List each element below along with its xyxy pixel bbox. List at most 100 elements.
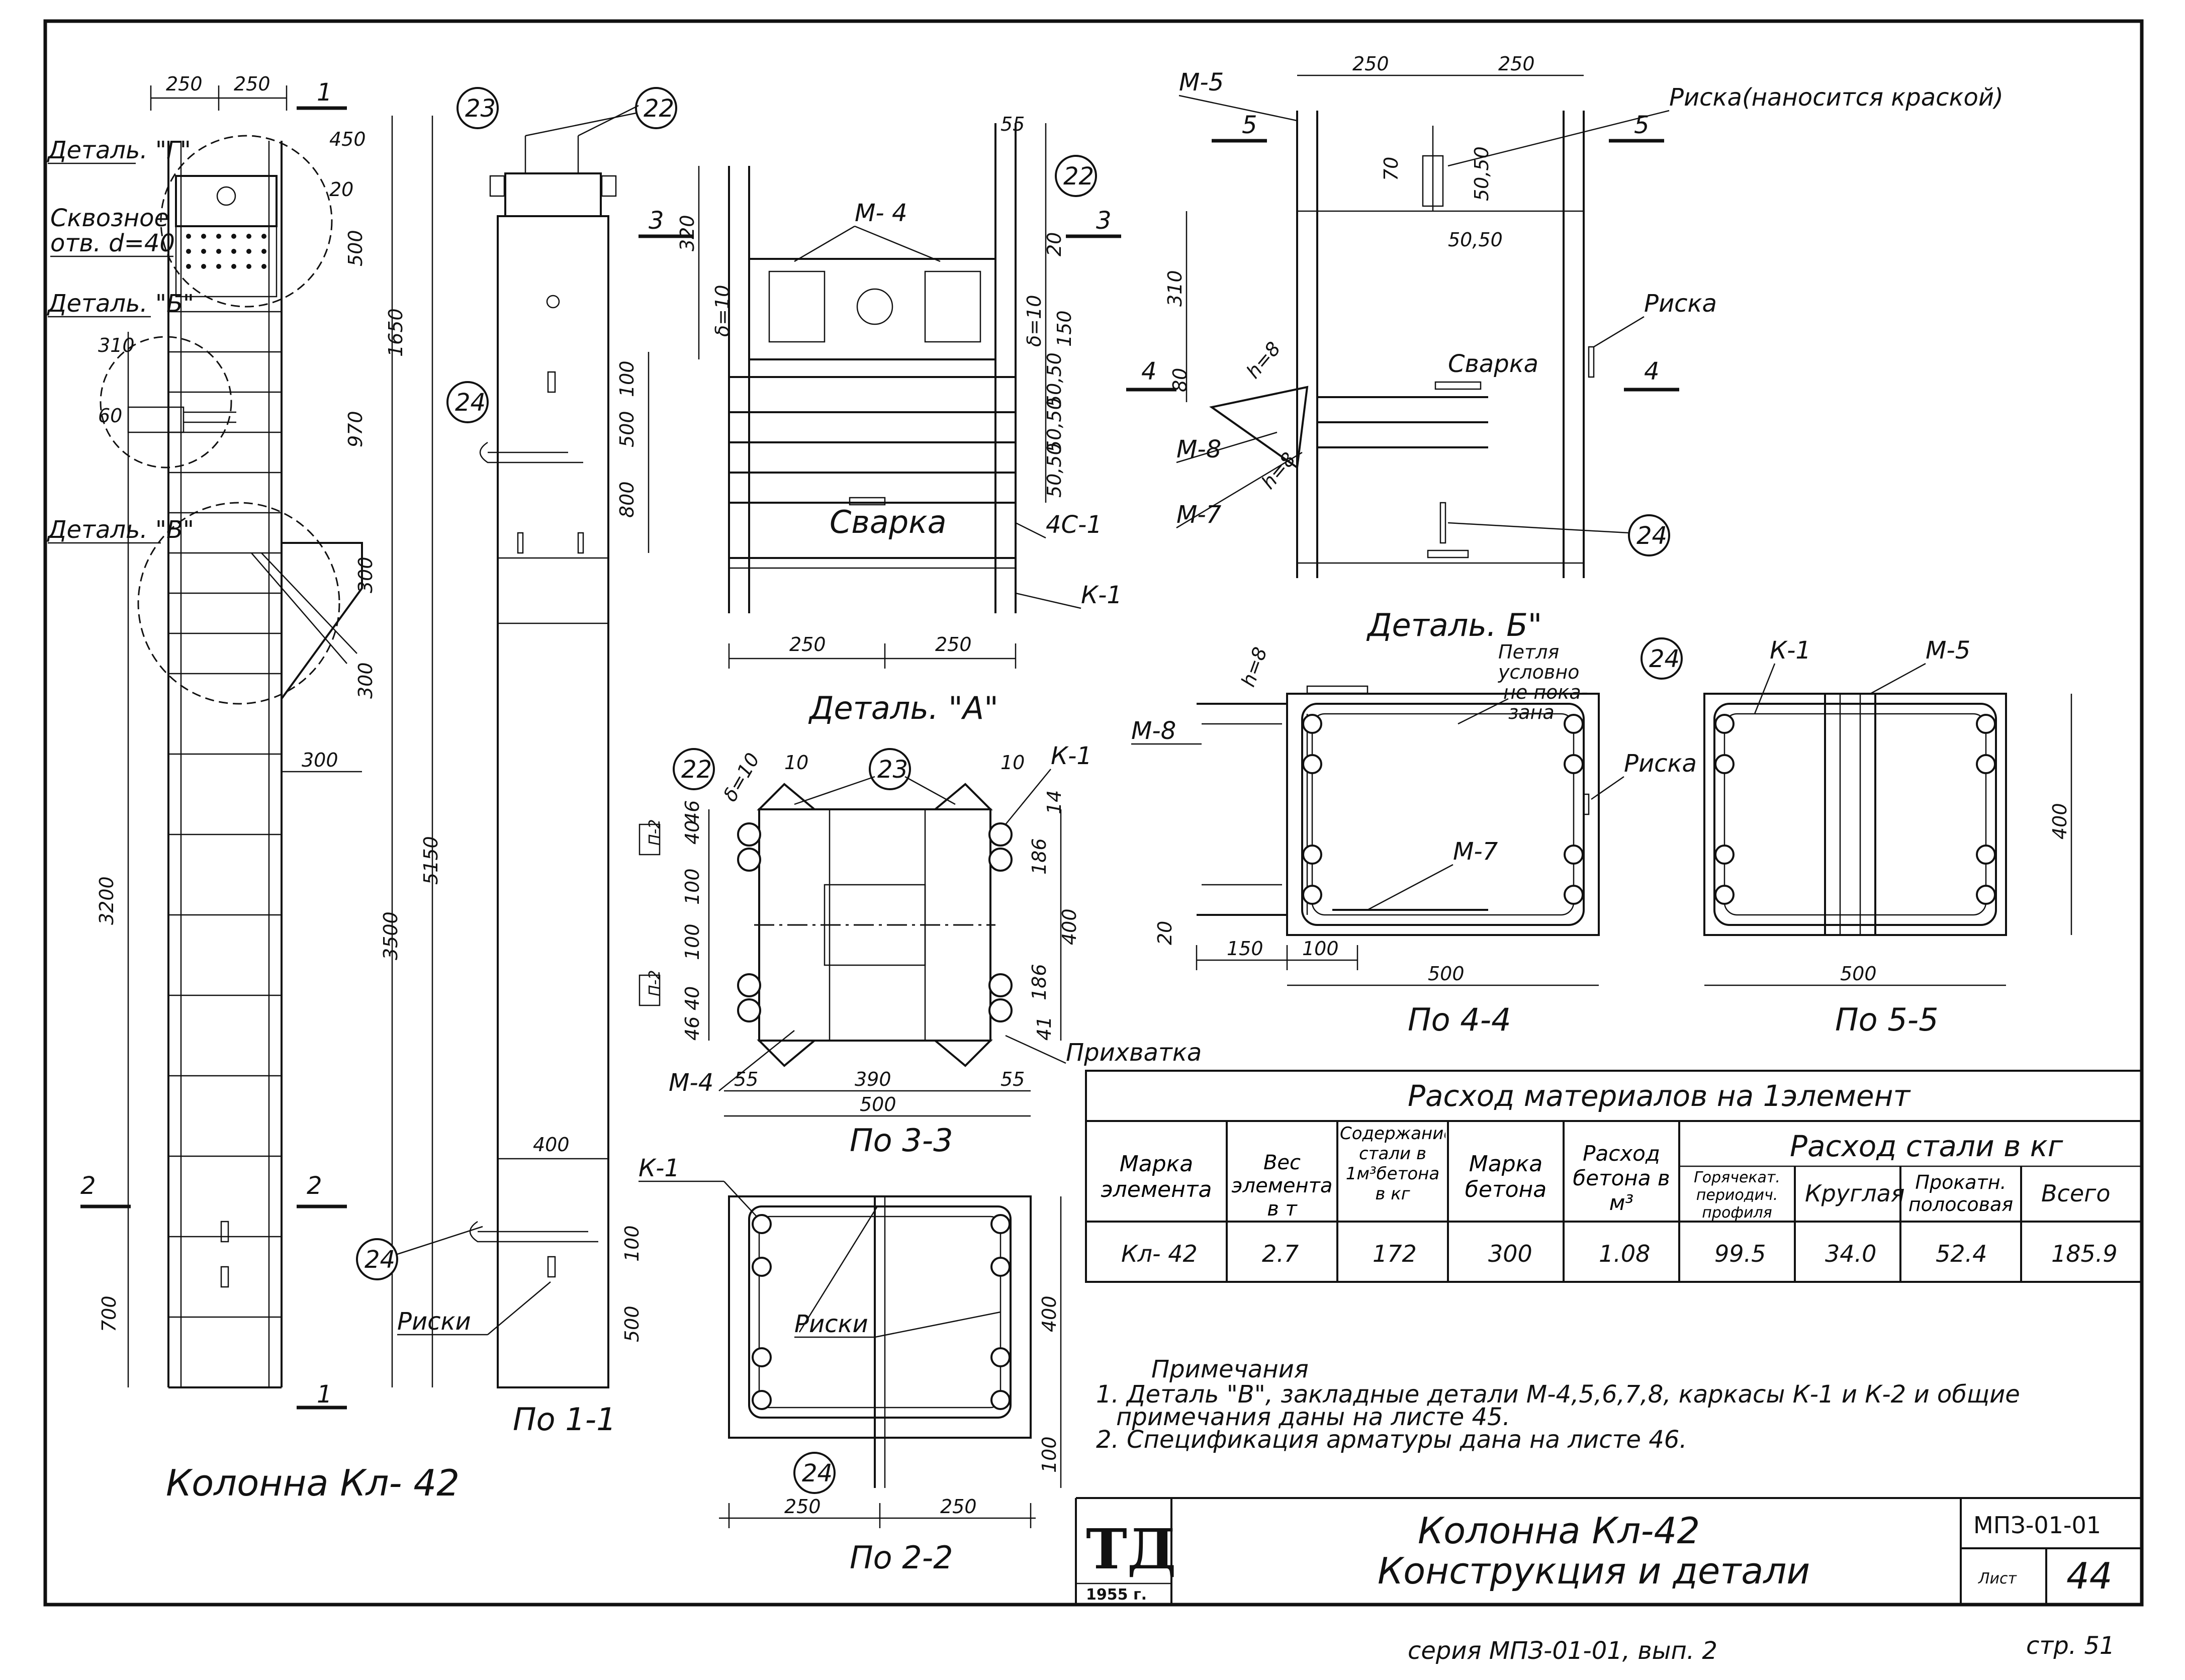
view-3-3-left-100a: 100 bbox=[681, 868, 703, 905]
view-3-3-stamp-bottom: П-2 bbox=[646, 970, 664, 996]
view-1-1-dim-500: 500 bbox=[616, 411, 638, 447]
view-5-5-dim-500: 500 bbox=[1840, 963, 1877, 985]
detail-a-title: Деталь. "А" bbox=[808, 690, 998, 726]
callout-23-label: 23 bbox=[465, 95, 496, 123]
table-header-mark: Марка элемента bbox=[1101, 1151, 1212, 1202]
column-top-dim-2: 250 bbox=[234, 73, 270, 95]
table-steel-group-header: Расход стали в кг bbox=[1790, 1129, 2063, 1163]
detail-a-dim-5050-3: 50,50 bbox=[1043, 443, 1065, 498]
section-mark-2-right: 2 bbox=[307, 1172, 322, 1200]
column-dim-500: 500 bbox=[344, 230, 367, 266]
table-header-steel-content: Содержание стали в 1м³бетона в кг bbox=[1340, 1124, 1445, 1204]
view-2-2-callout-24: 24 bbox=[802, 1459, 833, 1487]
series-code: МПЗ-01-01 bbox=[1973, 1512, 2101, 1539]
view-2-2-dim-400: 400 bbox=[1038, 1295, 1060, 1332]
view-3-3-delta10: δ=10 bbox=[719, 749, 764, 805]
view-4-4-callout-24: 24 bbox=[1649, 645, 1680, 673]
view-4-4-dim-500: 500 bbox=[1428, 963, 1465, 985]
view-4-4-marking-label: Риска bbox=[1624, 750, 1697, 778]
sheet-number: 44 bbox=[2066, 1555, 2113, 1597]
view-5-5-k1-label: К-1 bbox=[1770, 636, 1811, 665]
note-2: 2. Спецификация арматуры дана на листе 4… bbox=[1096, 1426, 1687, 1454]
section-mark-1-bottom: 1 bbox=[317, 1380, 332, 1409]
view-1-1-dim-100b: 100 bbox=[621, 1225, 643, 1262]
view-4-4-tick-marks bbox=[1202, 723, 1282, 886]
column-left-dim-310: 310 bbox=[98, 334, 135, 356]
view-4-4-loop-label-1: Петля bbox=[1498, 641, 1559, 663]
view-3-3-stamp-top: П-2 bbox=[646, 819, 664, 846]
callout-24-1-1-top bbox=[446, 381, 489, 423]
table-header-strip: Прокатн. полосовая bbox=[1908, 1171, 2014, 1216]
table-cell-total: 185.9 bbox=[2051, 1240, 2118, 1267]
title-block-year: 1955 г. bbox=[1086, 1586, 1147, 1604]
view-3-3-bottom-390: 390 bbox=[855, 1068, 891, 1090]
table-header-weight: Вес элемента в т bbox=[1231, 1151, 1333, 1221]
table-cell-hot-rolled: 99.5 bbox=[1714, 1240, 1766, 1267]
detail-a-dim-150: 150 bbox=[1053, 310, 1075, 347]
column-dim-450: 450 bbox=[329, 128, 366, 150]
table-cell-mark: Кл- 42 bbox=[1121, 1240, 1198, 1267]
materials-table: Расход материалов на 1элемент Расход ста… bbox=[1085, 1070, 2143, 1283]
detail-a-section-mark-left: 3 bbox=[649, 207, 664, 235]
detail-b-section-5-right: 5 bbox=[1634, 111, 1650, 139]
view-3-3-k1-label: К-1 bbox=[1051, 742, 1092, 770]
callout-23-view-3-3 bbox=[869, 748, 911, 790]
view-5-5-title: По 5-5 bbox=[1835, 1001, 1939, 1038]
view-4-4-loop-label-4: зана bbox=[1508, 701, 1555, 723]
view-2-2: К-1 Риски 24 400 100 250 250 По 2-2 bbox=[639, 1154, 1062, 1576]
sheet-frame bbox=[43, 19, 2144, 1607]
section-mark-1-top: 1 bbox=[317, 78, 332, 107]
detail-b-circle bbox=[100, 336, 232, 469]
view-4-4-loop-label-2: условно bbox=[1498, 661, 1579, 683]
bolt-holes bbox=[186, 234, 266, 269]
view-3-3-left-40b: 40 bbox=[681, 986, 703, 1010]
view-2-2-bottom-250a: 250 bbox=[784, 1496, 821, 1518]
callout-24-top-label: 24 bbox=[455, 389, 486, 417]
view-1-1: 23 22 24 24 100 500 800 400 100 500 Риск… bbox=[356, 87, 677, 1438]
detail-b-dim-310: 310 bbox=[1164, 270, 1186, 307]
notes-heading: Примечания bbox=[1151, 1355, 1309, 1383]
view-3-3-callout-22: 22 bbox=[681, 756, 712, 784]
table-cell-weight: 2.7 bbox=[1262, 1240, 1299, 1267]
view-3-3-dim-10-right: 10 bbox=[1000, 752, 1025, 774]
view-1-1-dim-400: 400 bbox=[533, 1134, 570, 1156]
detail-a-dim-20: 20 bbox=[1043, 232, 1065, 256]
detail-b-dim-5050-h: 50,50 bbox=[1448, 229, 1503, 251]
detail-b-m8-label: М-8 bbox=[1176, 435, 1221, 463]
detail-b-section-4-right: 4 bbox=[1644, 357, 1660, 386]
detail-a-weld-label: Сварка bbox=[830, 504, 947, 540]
view-2-2-marks-label: Риски bbox=[794, 1310, 868, 1338]
table-cell-concrete-grade: 300 bbox=[1488, 1240, 1532, 1267]
callout-22-detail-a bbox=[1055, 155, 1097, 197]
view-1-1-dim-500b: 500 bbox=[621, 1305, 643, 1342]
detail-a-bottom-dim-1: 250 bbox=[789, 633, 826, 656]
column-dim-1650: 1650 bbox=[385, 308, 407, 357]
view-5-5: К-1 М-5 400 500 По 5-5 bbox=[1703, 636, 2072, 1038]
view-4-4-dim-150: 150 bbox=[1227, 938, 1263, 960]
column-title: Колонна Кл- 42 bbox=[166, 1462, 460, 1504]
notes: Примечания 1. Деталь "В", закладные дета… bbox=[1096, 1355, 2020, 1454]
detail-b-m5-label: М-5 bbox=[1179, 68, 1224, 97]
view-3-3-m4-label: М-4 bbox=[669, 1069, 713, 1097]
note-1-line-1: 1. Деталь "В", закладные детали М-4,5,6,… bbox=[1096, 1380, 2020, 1409]
section-mark-2-left: 2 bbox=[80, 1172, 96, 1200]
view-3-3-tack-label: Прихватка bbox=[1066, 1039, 1202, 1067]
column-left-dim-3200: 3200 bbox=[96, 876, 118, 925]
detail-g-label: Деталь. "Г" bbox=[47, 136, 191, 164]
table-header-hot-rolled: Горячекат. периодич. профиля bbox=[1694, 1169, 1780, 1222]
view-1-1-dim-100: 100 bbox=[616, 360, 638, 397]
detail-a-m4-label: М- 4 bbox=[855, 199, 907, 227]
detail-b-top-dim-1: 250 bbox=[1352, 53, 1389, 75]
column-elevation: 250 250 bbox=[47, 73, 460, 1504]
detail-a-section-mark-right: 3 bbox=[1096, 207, 1112, 235]
column-inner-dim-300b: 300 bbox=[354, 662, 377, 699]
detail-b-title: Деталь. Б" bbox=[1366, 607, 1542, 643]
table-header-total: Всего bbox=[2041, 1180, 2110, 1207]
callout-22-1-1 bbox=[635, 87, 677, 129]
callout-24-1-1-bottom bbox=[356, 1238, 398, 1280]
detail-a-rebars bbox=[729, 376, 1016, 569]
callout-22-view-3-3 bbox=[673, 748, 715, 790]
view-1-1-dim-800: 800 bbox=[616, 481, 638, 518]
view-3-3-left-46b: 46 bbox=[681, 1016, 703, 1041]
title-block: ТД 1955 г. Колонна Кл-42 Конструкция и д… bbox=[1075, 1497, 2142, 1605]
